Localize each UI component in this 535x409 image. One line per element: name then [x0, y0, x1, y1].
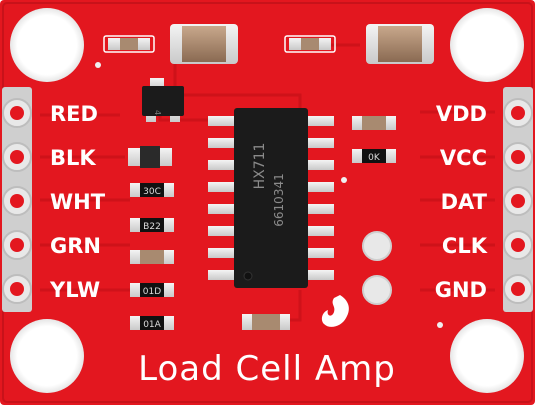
left-pin-label-blk: BLK	[50, 146, 96, 170]
left-pin-label-grn: GRN	[50, 234, 101, 258]
resistor-0k: 0K	[352, 149, 396, 163]
capacitor-dark	[128, 146, 172, 168]
capacitor-bottom	[242, 314, 290, 330]
capacitor-small-1	[130, 250, 174, 264]
hx711-chip: HX711 6610341	[208, 108, 334, 288]
right-pin-pad[interactable]	[503, 142, 533, 172]
right-pin-pad[interactable]	[503, 230, 533, 260]
board-title: Load Cell Amp	[138, 349, 396, 389]
left-pin-pad[interactable]	[2, 98, 32, 128]
resistor-0k-marking: 0K	[368, 153, 381, 163]
test-pad-upper[interactable]	[362, 231, 392, 261]
right-pin-pad[interactable]	[503, 98, 533, 128]
resistor-01a: 01A	[130, 316, 174, 330]
mounting-holes	[10, 8, 524, 393]
chip-marking-model: HX711	[252, 143, 268, 190]
right-pin-label-dat: DAT	[441, 190, 488, 214]
resistor-01d: 01D	[130, 283, 174, 297]
left-pin-pad[interactable]	[2, 142, 32, 172]
mounting-hole-top-left	[10, 8, 84, 82]
capacitor-large-2	[366, 24, 434, 64]
left-pin-label-ylw: YLW	[49, 278, 100, 302]
chip-marking-code: 6610341	[272, 173, 286, 226]
capacitor-small-right	[352, 116, 396, 130]
right-pin-label-gnd: GND	[435, 278, 487, 302]
right-pin-pad[interactable]	[503, 274, 533, 304]
right-pin-label-vdd: VDD	[436, 102, 487, 126]
resistor-01d-marking: 01D	[143, 287, 161, 297]
transistor: 4	[142, 78, 184, 122]
right-pin-label-vcc: VCC	[440, 146, 487, 170]
resistor-01a-marking: 01A	[143, 320, 161, 330]
left-pin-pad[interactable]	[2, 186, 32, 216]
left-header	[2, 87, 32, 312]
test-pad-lower[interactable]	[362, 275, 392, 305]
left-pin-label-red: RED	[50, 102, 98, 126]
passive-top-left	[103, 35, 155, 53]
resistor-b22: B22	[130, 218, 174, 232]
right-pin-label-clk: CLK	[442, 234, 488, 258]
capacitor-large-1	[170, 24, 238, 64]
resistor-30c-marking: 30C	[143, 187, 161, 197]
passive-top-mid	[284, 35, 336, 53]
transistor-marking: 4	[153, 110, 162, 115]
left-pin-pad[interactable]	[2, 230, 32, 260]
right-pin-pad[interactable]	[503, 186, 533, 216]
resistor-30c: 30C	[130, 183, 174, 197]
left-pin-pad[interactable]	[2, 274, 32, 304]
resistor-b22-marking: B22	[143, 222, 161, 232]
mounting-hole-bottom-left	[10, 319, 84, 393]
right-header	[503, 87, 533, 312]
left-pin-label-wht: WHT	[50, 190, 106, 214]
mounting-hole-top-right	[450, 8, 524, 82]
mounting-hole-bottom-right	[450, 319, 524, 393]
flame-logo	[321, 295, 349, 327]
